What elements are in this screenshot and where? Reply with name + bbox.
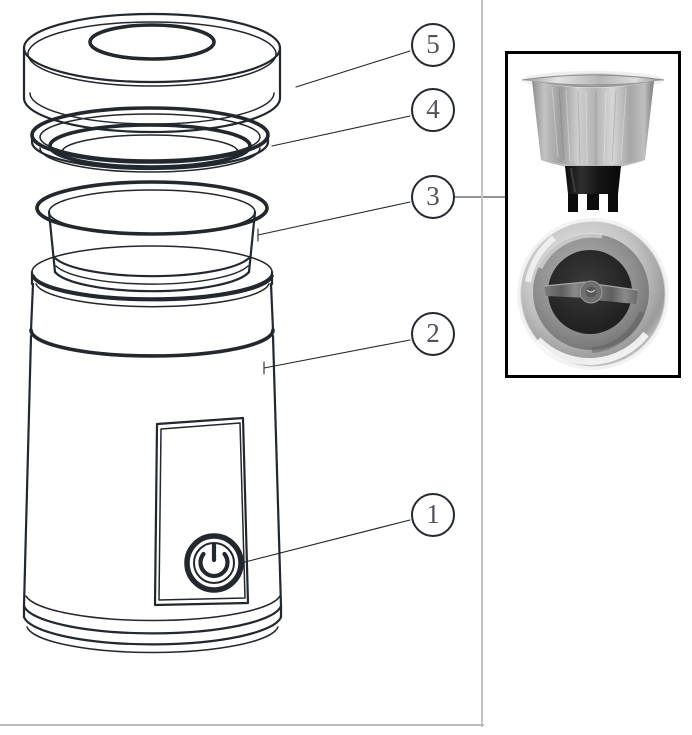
callout-5[interactable]: 5 [411,23,455,67]
part-lid [22,12,282,134]
callout-4-label: 4 [426,93,440,124]
leader-line-4 [271,115,411,147]
callout-4[interactable]: 4 [411,88,455,132]
leader-line-1 [240,519,411,564]
callout-1-label: 1 [426,498,440,529]
callout-2-label: 2 [426,317,440,348]
leader-lines [240,50,506,564]
part-sealing-ring [30,106,270,173]
part-inner-jar [35,180,269,293]
callout-5-label: 5 [426,28,440,59]
bowl-top-view [517,218,669,370]
bowl-side-view [521,71,665,212]
power-button[interactable] [184,533,244,593]
leader-line-3 [257,201,411,236]
leader-line-5 [295,50,411,88]
photo-inset-image [508,54,678,375]
power-symbol-icon [198,551,230,579]
whisk-blade [543,280,639,304]
control-panel-plate [153,416,250,607]
leader-line-2 [263,339,411,369]
part-main-body [22,245,283,654]
callout-3-label: 3 [426,180,440,211]
callout-1[interactable]: 1 [411,493,455,537]
callout-2[interactable]: 2 [411,312,455,356]
photo-inset-frame [505,51,681,378]
panel-divider-horizontal [0,724,484,726]
panel-divider-vertical [481,0,483,727]
callout-3[interactable]: 3 [411,175,455,219]
